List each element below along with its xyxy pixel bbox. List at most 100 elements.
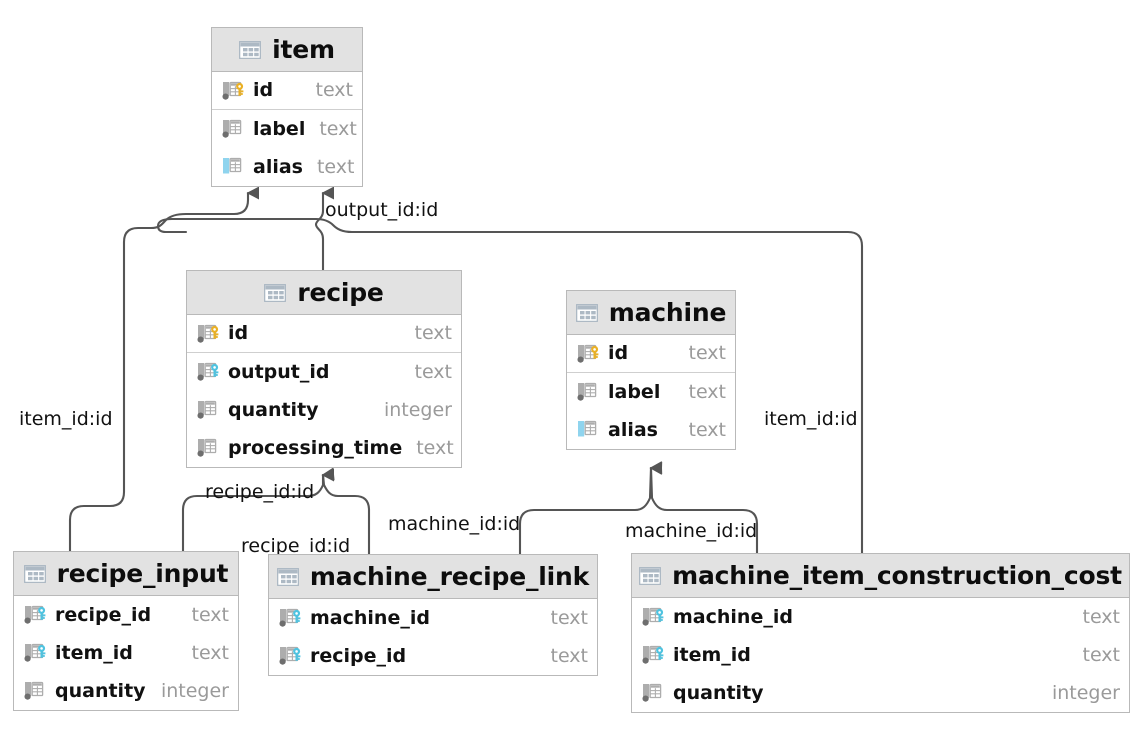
column-name: alias <box>608 418 658 441</box>
column-none-icon <box>24 680 50 702</box>
table-title: machine_item_construction_cost <box>672 561 1122 590</box>
table-row[interactable]: item_id text <box>14 634 238 672</box>
column-name: quantity <box>228 398 319 421</box>
table-node-machine-item-construction-cost[interactable]: machine_item_construction_cost machine_i… <box>631 553 1130 713</box>
column-none-icon <box>577 419 603 441</box>
edge-micc-machine-id-machine-id <box>649 461 759 558</box>
table-row[interactable]: alias text <box>212 148 362 186</box>
column-type: text <box>688 380 727 403</box>
table-row[interactable]: recipe_id text <box>269 637 597 675</box>
table-title: machine_recipe_link <box>309 562 590 591</box>
column-type: integer <box>1051 681 1120 704</box>
table-header-item: item <box>212 28 362 72</box>
table-title: recipe <box>297 278 384 307</box>
table-title: machine <box>608 298 727 327</box>
table-header-machine-recipe-link: machine_recipe_link <box>269 555 597 599</box>
column-type: text <box>414 322 453 344</box>
table-row[interactable]: output_id text <box>187 353 461 391</box>
column-name: label <box>608 380 661 403</box>
column-type: text <box>191 603 230 626</box>
column-type: text <box>416 436 454 459</box>
table-row[interactable]: quantity integer <box>14 672 238 710</box>
column-name: recipe_id <box>310 644 407 667</box>
edge-label-recipe-id-id-lower: recipe_id:id <box>241 535 351 557</box>
table-row[interactable]: id text <box>212 72 362 110</box>
column-type: text <box>1082 643 1121 666</box>
table-header-machine-item-construction-cost: machine_item_construction_cost <box>632 554 1129 598</box>
table-row[interactable]: recipe_id text <box>14 596 238 634</box>
table-row[interactable]: item_id text <box>632 636 1129 674</box>
column-none-icon <box>642 682 668 704</box>
column-name: processing_time <box>228 436 403 459</box>
table-row[interactable]: label text <box>567 373 735 411</box>
edge-label-output-id-id: output_id:id <box>325 199 439 221</box>
column-name: id <box>608 342 629 364</box>
edge-label-recipe-id-id-upper: recipe_id:id <box>205 481 315 503</box>
column-list: id text label text alias text <box>567 335 735 449</box>
column-name: id <box>253 79 274 101</box>
column-name: recipe_id <box>55 603 152 626</box>
column-none-icon <box>222 156 248 178</box>
table-header-machine: machine <box>567 291 735 335</box>
column-pk-icon <box>197 323 223 345</box>
column-none-icon <box>222 118 248 140</box>
column-pk-icon <box>222 80 248 102</box>
column-fk-icon <box>279 607 305 629</box>
column-fk-icon <box>24 642 50 664</box>
column-name: alias <box>253 155 303 178</box>
table-title: item <box>272 35 335 64</box>
table-row[interactable]: alias text <box>567 411 735 449</box>
column-name: item_id <box>55 641 133 664</box>
column-fk-icon <box>642 644 668 666</box>
edge-recipe-output-id-item-id <box>314 186 334 277</box>
table-row[interactable]: quantity integer <box>187 391 461 429</box>
table-row[interactable]: id text <box>567 335 735 373</box>
column-name: quantity <box>55 679 146 702</box>
column-type: integer <box>160 679 229 702</box>
column-fk-icon <box>197 361 223 383</box>
column-fk-icon <box>642 606 668 628</box>
column-name: item_id <box>673 643 751 666</box>
table-row[interactable]: processing_time text <box>187 429 461 467</box>
column-type: text <box>316 155 355 178</box>
edge-label-machine-id-id-right: machine_id:id <box>625 520 758 542</box>
column-pk-icon <box>577 343 603 365</box>
column-type: text <box>550 644 589 667</box>
column-none-icon <box>197 437 223 459</box>
column-name: output_id <box>228 360 330 383</box>
edge-mrl-machine-id-machine-id <box>518 461 663 559</box>
column-name: machine_id <box>673 605 793 628</box>
column-type: text <box>315 79 354 101</box>
column-type: text <box>688 342 727 364</box>
table-row[interactable]: quantity integer <box>632 674 1129 712</box>
column-type: text <box>1082 605 1121 628</box>
column-fk-icon <box>279 645 305 667</box>
column-type: integer <box>383 398 452 421</box>
table-node-machine[interactable]: machine id text label text alias text <box>566 290 736 450</box>
column-fk-icon <box>24 604 50 626</box>
column-type: text <box>414 360 453 383</box>
column-name: machine_id <box>310 606 430 629</box>
edge-label-machine-id-id-left: machine_id:id <box>388 513 521 535</box>
table-header-recipe: recipe <box>187 271 461 315</box>
column-none-icon <box>577 381 603 403</box>
column-name: quantity <box>673 681 764 704</box>
table-row[interactable]: machine_id text <box>632 598 1129 636</box>
edge-label-item-id-id-right: item_id:id <box>764 408 858 430</box>
column-type: text <box>319 117 357 140</box>
column-type: text <box>688 418 727 441</box>
column-type: text <box>191 641 230 664</box>
